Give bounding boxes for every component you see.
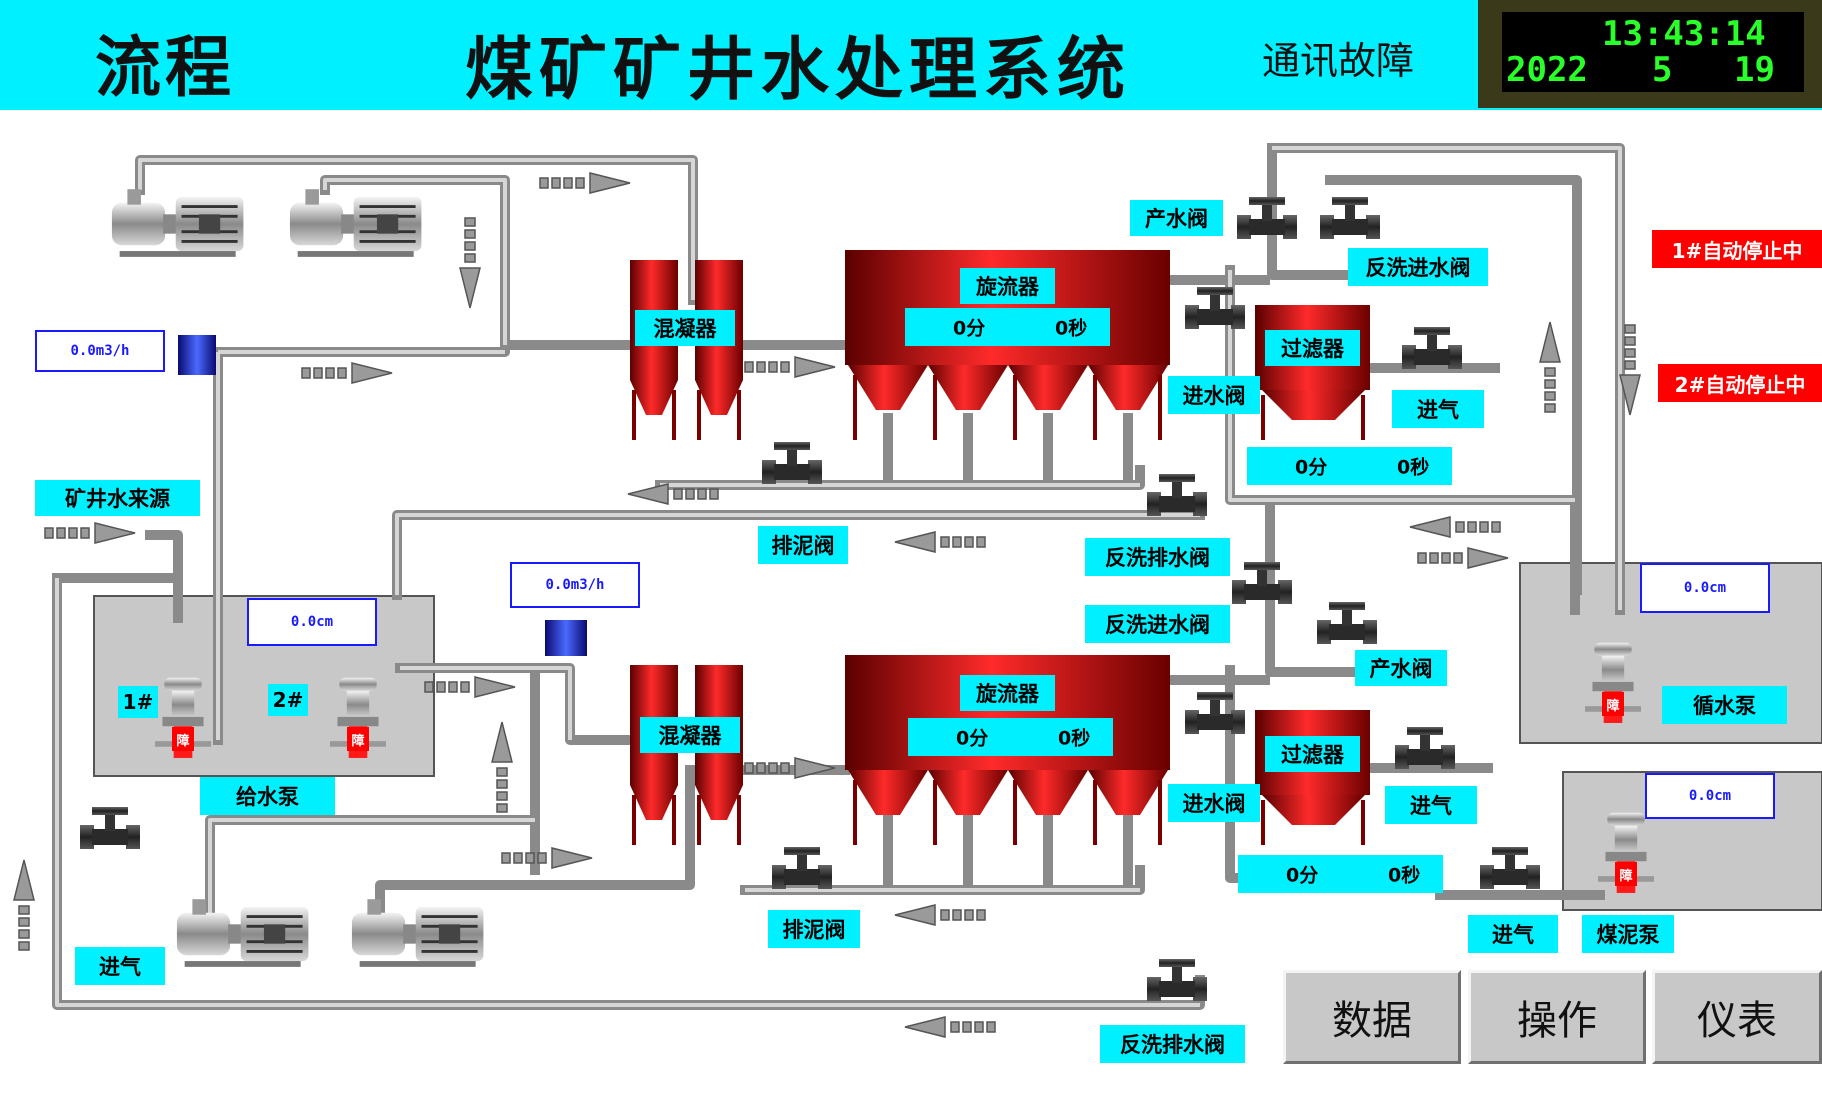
cyclone-1-label: 旋流器 xyxy=(960,268,1055,304)
product-valve-1-label: 产水阀 xyxy=(1130,200,1223,236)
motor-pump-1 xyxy=(110,187,245,259)
flowmeter-2 xyxy=(545,620,587,656)
coagulator-1 xyxy=(630,260,743,440)
alarm-2-auto-stop: 2#自动停止中 xyxy=(1658,364,1822,402)
inlet-valve-2 xyxy=(1185,692,1245,734)
cyclone-2-seconds: 0秒 xyxy=(1058,727,1091,750)
product-valve-1 xyxy=(1237,197,1297,239)
flow-readout-1: 0.0m3/h xyxy=(35,330,165,372)
clock-time: 13:43:14 xyxy=(1602,14,1766,54)
sludge-valve-1-label: 排泥阀 xyxy=(758,526,848,564)
feed-pump-label: 给水泵 xyxy=(200,777,335,815)
backwash-in-valve-1 xyxy=(1320,197,1380,239)
motor-pump-3 xyxy=(175,897,310,969)
intake-label-left: 进气 xyxy=(75,947,165,985)
header-bar: 流程 煤矿矿井水处理系统 通讯故障 13:43:14 2022 5 19 xyxy=(0,0,1822,110)
filter-2 xyxy=(1255,710,1370,845)
pump-2-label: 2# xyxy=(268,684,308,716)
filter-1-label: 过滤器 xyxy=(1265,330,1360,366)
clock-display: 13:43:14 2022 5 19 xyxy=(1502,12,1804,92)
intake-valve-left xyxy=(80,807,140,849)
pump-1-fault-tag: 障 xyxy=(172,727,194,751)
coagulator-2-label: 混凝器 xyxy=(640,717,740,753)
flow-readout-2: 0.0m3/h xyxy=(510,562,640,608)
filter-2-label: 过滤器 xyxy=(1265,736,1360,772)
sludge-tank-level: 0.0cm xyxy=(1645,773,1775,819)
cyclone-1-timer: 0分 0秒 xyxy=(905,308,1110,346)
clock-year: 2022 xyxy=(1506,50,1588,90)
filter-1-timer: 0分 0秒 xyxy=(1247,447,1452,485)
filter-1-minutes: 0分 xyxy=(1295,456,1328,479)
clock-day: 19 xyxy=(1734,50,1775,90)
feed-tank-level: 0.0cm xyxy=(247,598,377,646)
intake-3-label: 进气 xyxy=(1468,915,1558,953)
inlet-valve-1 xyxy=(1185,287,1245,329)
filter-2-timer: 0分 0秒 xyxy=(1238,855,1443,893)
sludge-valve-2-label: 排泥阀 xyxy=(768,910,860,948)
cyclone-2-minutes: 0分 xyxy=(956,727,989,750)
intake-valve-2 xyxy=(1395,727,1455,769)
data-button[interactable]: 数据 xyxy=(1283,970,1461,1064)
backwash-out-valve-1-label: 反洗排水阀 xyxy=(1085,538,1230,576)
inlet-valve-2-label: 进水阀 xyxy=(1168,784,1260,822)
sludge-valve-2 xyxy=(772,847,832,889)
cyclone-1-seconds: 0秒 xyxy=(1055,317,1088,340)
product-valve-2 xyxy=(1317,602,1377,644)
flow-arrows xyxy=(13,172,1641,1038)
backwash-out-valve-2 xyxy=(1147,959,1207,1001)
sludge-valve-1 xyxy=(762,442,822,484)
cyclone-1-minutes: 0分 xyxy=(953,317,986,340)
product-valve-2-label: 产水阀 xyxy=(1355,650,1447,686)
mine-water-source-label: 矿井水来源 xyxy=(35,480,200,516)
coagulator-1-label: 混凝器 xyxy=(635,310,735,346)
pump-2-fault-tag: 障 xyxy=(347,727,369,751)
inlet-valve-1-label: 进水阀 xyxy=(1168,376,1260,414)
motor-pump-4 xyxy=(350,897,485,969)
cyclone-2-label: 旋流器 xyxy=(960,675,1055,711)
motor-pump-2 xyxy=(288,187,423,259)
cyclone-2-timer: 0分 0秒 xyxy=(908,718,1113,756)
circulation-tank-level: 0.0cm xyxy=(1640,563,1770,613)
filter-1-seconds: 0秒 xyxy=(1397,456,1430,479)
backwash-out-valve-1 xyxy=(1147,474,1207,516)
filter-2-seconds: 0秒 xyxy=(1388,864,1421,887)
meter-button[interactable]: 仪表 xyxy=(1652,970,1822,1064)
pump-1-label: 1# xyxy=(118,686,158,718)
circulation-pump-fault-tag: 障 xyxy=(1602,692,1624,716)
comm-status: 通讯故障 xyxy=(1262,39,1415,83)
backwash-in-valve-2 xyxy=(1232,562,1292,604)
cyclone-2 xyxy=(845,655,1170,845)
operate-button[interactable]: 操作 xyxy=(1468,970,1646,1064)
circulation-pump-label: 循水泵 xyxy=(1662,686,1787,724)
intake-1-label: 进气 xyxy=(1392,390,1484,428)
backwash-in-valve-1-label: 反洗进水阀 xyxy=(1348,248,1488,286)
filter-2-minutes: 0分 xyxy=(1286,864,1319,887)
backwash-out-valve-2-label: 反洗排水阀 xyxy=(1100,1025,1245,1063)
intake-valve-3 xyxy=(1480,847,1540,889)
sludge-pump-fault-tag: 障 xyxy=(1615,862,1637,886)
backwash-in-valve-2-label: 反洗进水阀 xyxy=(1085,605,1230,643)
clock-month: 5 xyxy=(1652,50,1673,90)
clock-panel: 13:43:14 2022 5 19 xyxy=(1478,0,1822,108)
flowmeter-1 xyxy=(178,335,216,375)
sludge-pump-label: 煤泥泵 xyxy=(1582,915,1674,953)
alarm-1-auto-stop: 1#自动停止中 xyxy=(1652,230,1822,268)
intake-valve-1 xyxy=(1402,327,1462,369)
intake-2-label: 进气 xyxy=(1385,786,1477,824)
filter-1 xyxy=(1255,305,1370,440)
page-title: 煤矿矿井水处理系统 xyxy=(465,30,1132,110)
page-label: 流程 xyxy=(95,28,235,106)
